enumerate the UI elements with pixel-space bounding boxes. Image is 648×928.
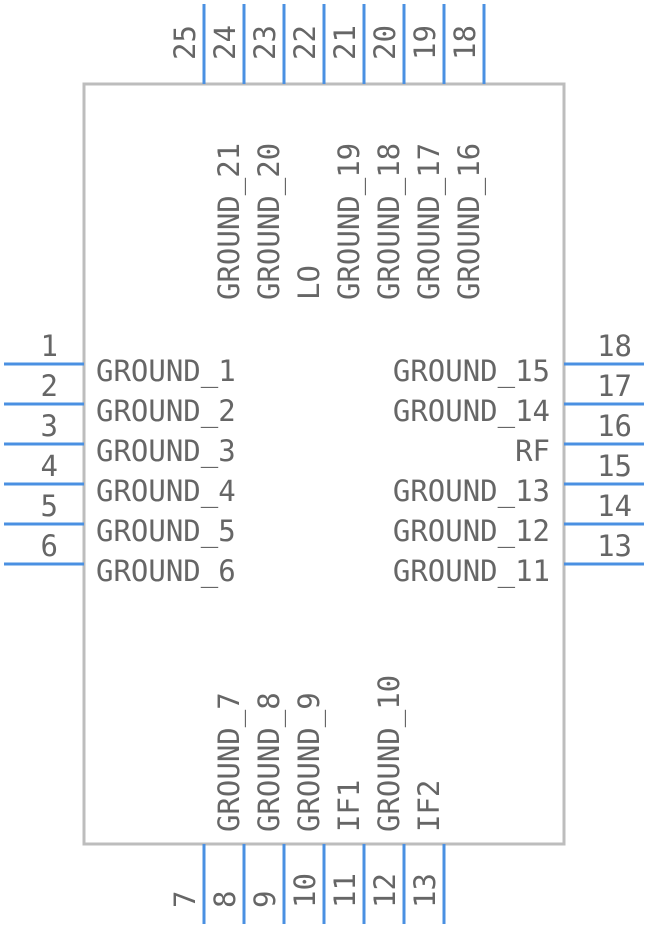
pin-3-label: GROUND_3 (96, 434, 236, 469)
pin-13-bottom-number: 13 (408, 873, 442, 908)
pin-8-bottom-label: GROUND_7 (212, 692, 247, 832)
pin-11-bottom-number: 11 (328, 873, 362, 908)
pin-23-top-label: GROUND_20 (252, 143, 287, 300)
pin-22-top-label: LO (292, 265, 326, 300)
pin-8-bottom-number: 8 (208, 891, 242, 908)
pin-22-top-number: 22 (288, 25, 322, 60)
pin-20-top-number: 20 (368, 25, 402, 60)
pin-1-label: GROUND_1 (96, 354, 236, 389)
pin-15-number: 15 (597, 449, 632, 483)
pin-14-label: GROUND_12 (393, 514, 550, 549)
pin-9-bottom-label: GROUND_8 (252, 692, 287, 832)
pin-18-number: 18 (597, 329, 632, 363)
pin-24-top-label: GROUND_21 (212, 143, 247, 300)
pin-11-bottom-label: IF1 (332, 780, 366, 832)
pin-19-top-label: GROUND_17 (412, 143, 447, 300)
pin-17-label: GROUND_14 (393, 394, 550, 429)
pin-2-number: 2 (41, 369, 58, 403)
pin-14-number: 14 (597, 489, 632, 523)
pin-10-bottom-label: GROUND_9 (292, 692, 327, 832)
pin-9-bottom-number: 9 (248, 891, 282, 908)
pin-12-bottom-label: GROUND_10 (372, 675, 407, 832)
pin-5-label: GROUND_5 (96, 514, 236, 549)
pin-5-number: 5 (41, 489, 58, 523)
pin-2-label: GROUND_2 (96, 394, 236, 429)
pin-17-number: 17 (597, 369, 632, 403)
pin-24-top-number: 24 (208, 25, 242, 60)
pin-3-number: 3 (41, 409, 58, 443)
pin-21-top-number: 21 (328, 25, 362, 60)
pin-16-label: RF (515, 434, 550, 468)
pin-6-label: GROUND_6 (96, 554, 236, 589)
pin-16-number: 16 (597, 409, 632, 443)
pin-13-label: GROUND_11 (393, 554, 550, 589)
pin-13-bottom-label: IF2 (412, 780, 446, 832)
pin-1-number: 1 (41, 329, 58, 363)
pin-13-number: 13 (597, 529, 632, 563)
pin-21-top-label: GROUND_19 (332, 143, 367, 300)
pin-18-top-label: GROUND_16 (452, 143, 487, 300)
pin-19-top-number: 19 (408, 25, 442, 60)
pin-6-number: 6 (41, 529, 58, 563)
pin-7-bottom-number: 7 (168, 891, 202, 908)
pin-25-top-number: 25 (168, 25, 202, 60)
pin-12-bottom-number: 12 (368, 873, 402, 908)
pin-15-label: GROUND_13 (393, 474, 550, 509)
pin-20-top-label: GROUND_18 (372, 143, 407, 300)
pin-23-top-number: 23 (248, 25, 282, 60)
pin-18-top-number: 18 (448, 25, 482, 60)
pin-10-bottom-number: 10 (288, 873, 322, 908)
pin-18-label: GROUND_15 (393, 354, 550, 389)
pin-4-label: GROUND_4 (96, 474, 236, 509)
pin-4-number: 4 (41, 449, 58, 483)
